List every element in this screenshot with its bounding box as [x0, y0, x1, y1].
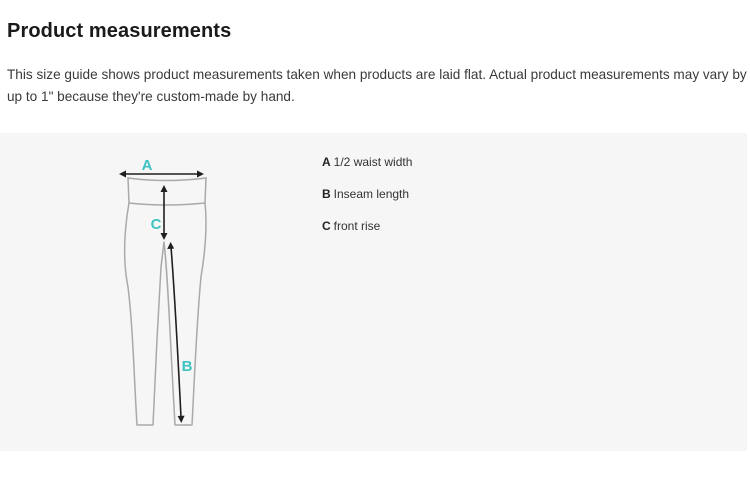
legend-key: B [322, 187, 331, 201]
leggings-outline [124, 202, 207, 426]
page-title: Product measurements [7, 20, 232, 42]
legend-key: A [322, 155, 331, 169]
label-b: B [182, 358, 193, 375]
legend-text: 1/2 waist width [333, 155, 413, 169]
size-guide-description: This size guide shows product measuremen… [7, 67, 747, 104]
legend-key: C [322, 219, 331, 233]
rise-arrowhead-top [160, 185, 168, 192]
inseam-arrowhead-bottom [177, 415, 185, 423]
rise-arrowhead-bottom [160, 233, 168, 240]
label-c: C [151, 216, 162, 233]
legend-text: front rise [333, 219, 381, 233]
waist-arrowhead-right [197, 170, 204, 178]
measurement-panel [0, 133, 747, 451]
label-a: A [142, 157, 153, 174]
legend-text: Inseam length [333, 187, 410, 201]
inseam-arrow [170, 246, 182, 418]
waist-arrowhead-left [119, 170, 126, 178]
inseam-arrowhead-top [167, 242, 175, 249]
leggings-diagram: A C B [119, 157, 207, 426]
